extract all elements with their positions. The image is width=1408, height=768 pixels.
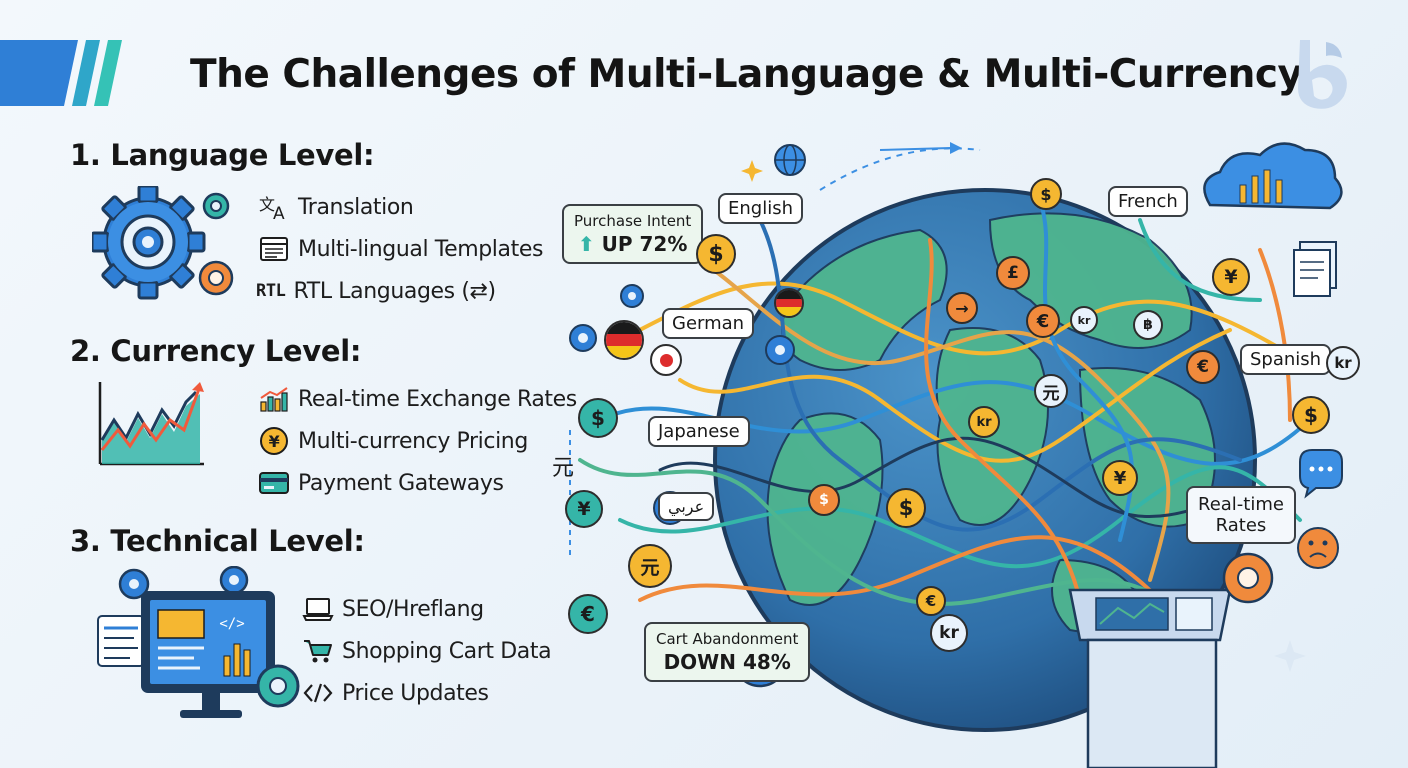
document-icon: [1293, 241, 1337, 297]
gear-icon: [569, 324, 597, 352]
list-item-price-updates: Price Updates: [300, 676, 489, 710]
template-icon: [256, 234, 292, 264]
svg-text:文: 文: [259, 195, 275, 214]
payment-terminal-icon: [1068, 588, 1232, 768]
laptop-icon: [300, 594, 336, 624]
rates-line2: Rates: [1215, 515, 1267, 536]
chat-bubble-icon: [1299, 449, 1343, 499]
krona-coin-icon: kr: [968, 406, 1000, 438]
krona-coin-icon: kr: [1070, 306, 1098, 334]
rates-line1: Real-time: [1198, 494, 1284, 515]
up-arrow-icon: ⬆: [577, 232, 595, 256]
cart-abandonment-label: Cart Abandonment: [656, 630, 799, 648]
computer-illustration: </>: [97, 566, 300, 718]
bar-chart-icon: [256, 384, 292, 414]
list-item-rtl: RTL RTL Languages (⇄): [256, 274, 496, 308]
svg-text:</>: </>: [219, 616, 244, 632]
list-item-payment-gateways: Payment Gateways: [256, 466, 504, 500]
item-label: SEO/Hreflang: [342, 596, 484, 622]
section-language-heading: 1. Language Level:: [70, 138, 375, 172]
language-tag-spanish: Spanish: [1240, 344, 1332, 375]
yen-coin-icon: ¥: [565, 490, 603, 528]
yen-coin-icon: ¥: [1212, 258, 1250, 296]
item-label: Real-time Exchange Rates: [298, 386, 577, 412]
item-label: Payment Gateways: [298, 470, 504, 496]
list-item-cart-data: Shopping Cart Data: [300, 634, 552, 668]
purchase-intent-value: ⬆ UP 72%: [577, 232, 688, 256]
section-currency-heading: 2. Currency Level:: [70, 334, 362, 368]
sparkle-icon: [1274, 640, 1306, 672]
brand-logo-icon: [1298, 40, 1347, 109]
dollar-coin-icon: $: [886, 488, 926, 528]
dollar-coin-icon: $: [808, 484, 840, 516]
shopping-cart-icon: [300, 636, 336, 666]
svg-text:¥: ¥: [269, 432, 280, 451]
dollar-coin-icon: $: [1292, 396, 1330, 434]
arrow-coin-icon: →: [946, 292, 978, 324]
japan-flag-icon: [650, 344, 682, 376]
dollar-coin-icon: $: [578, 398, 618, 438]
yuan-coin-icon: 元: [628, 544, 672, 588]
rtl-icon: RTL: [256, 281, 286, 301]
yuan-coin-icon: 元: [1034, 374, 1068, 408]
yen-coin-icon: ¥: [256, 426, 292, 456]
item-label: Shopping Cart Data: [342, 638, 552, 664]
purchase-intent-box: Purchase Intent ⬆ UP 72%: [562, 204, 704, 264]
euro-coin-icon: €: [1186, 350, 1220, 384]
yen-coin-icon: ¥: [1102, 460, 1138, 496]
section-technical-heading: 3. Technical Level:: [70, 524, 365, 558]
list-item-templates: Multi-lingual Templates: [256, 232, 543, 266]
sparkle-icon: [741, 160, 763, 182]
item-label: Multi-lingual Templates: [298, 236, 544, 262]
list-item-exchange-rates: Real-time Exchange Rates: [256, 382, 577, 416]
list-item-multi-currency-pricing: ¥ Multi-currency Pricing: [256, 424, 528, 458]
dollar-coin-icon: $: [1030, 178, 1062, 210]
language-tag-french: French: [1108, 186, 1188, 217]
sad-face-icon: [1297, 527, 1339, 569]
page-title: The Challenges of Multi-Language & Multi…: [190, 52, 1303, 97]
cloud-icon: [1203, 142, 1343, 210]
item-label: Price Updates: [342, 680, 489, 706]
gears-illustration: [92, 186, 234, 300]
svg-text:A: A: [273, 204, 285, 221]
globe-icon: [774, 144, 806, 176]
item-label: Multi-currency Pricing: [298, 428, 528, 454]
gear-icon: [1222, 552, 1274, 604]
decorative-stripes: [0, 40, 122, 106]
language-tag-english: English: [718, 193, 803, 224]
yuan-symbol: 元: [552, 456, 575, 481]
baht-coin-icon: ฿: [1133, 310, 1163, 340]
euro-coin-icon: €: [916, 586, 946, 616]
cart-abandonment-value: DOWN 48%: [663, 650, 791, 674]
euro-coin-icon: €: [568, 594, 608, 634]
globe-illustration: [569, 142, 1343, 768]
credit-card-icon: [256, 468, 292, 498]
euro-coin-icon: €: [1026, 304, 1060, 338]
item-label: Translation: [298, 194, 414, 220]
language-tag-arabic: عربي: [658, 492, 715, 521]
german-flag-icon: [774, 288, 804, 318]
item-label: RTL Languages (⇄): [293, 278, 497, 304]
list-item-seo: SEO/Hreflang: [300, 592, 484, 626]
krona-coin-icon: kr: [1326, 346, 1360, 380]
krona-coin-icon: kr: [930, 614, 968, 652]
dollar-coin-icon: $: [696, 234, 736, 274]
gear-icon: [765, 335, 795, 365]
gear-icon: [620, 284, 644, 308]
cart-abandonment-box: Cart Abandonment DOWN 48%: [644, 622, 811, 682]
german-flag-icon: [604, 320, 644, 360]
exchange-chart-illustration: [98, 382, 204, 466]
code-icon: [300, 678, 336, 708]
pound-coin-icon: £: [996, 256, 1030, 290]
real-time-rates-box: Real-time Rates: [1186, 486, 1296, 544]
language-tag-german: German: [662, 308, 755, 339]
language-tag-japanese: Japanese: [648, 416, 750, 447]
purchase-intent-label: Purchase Intent: [574, 212, 692, 230]
